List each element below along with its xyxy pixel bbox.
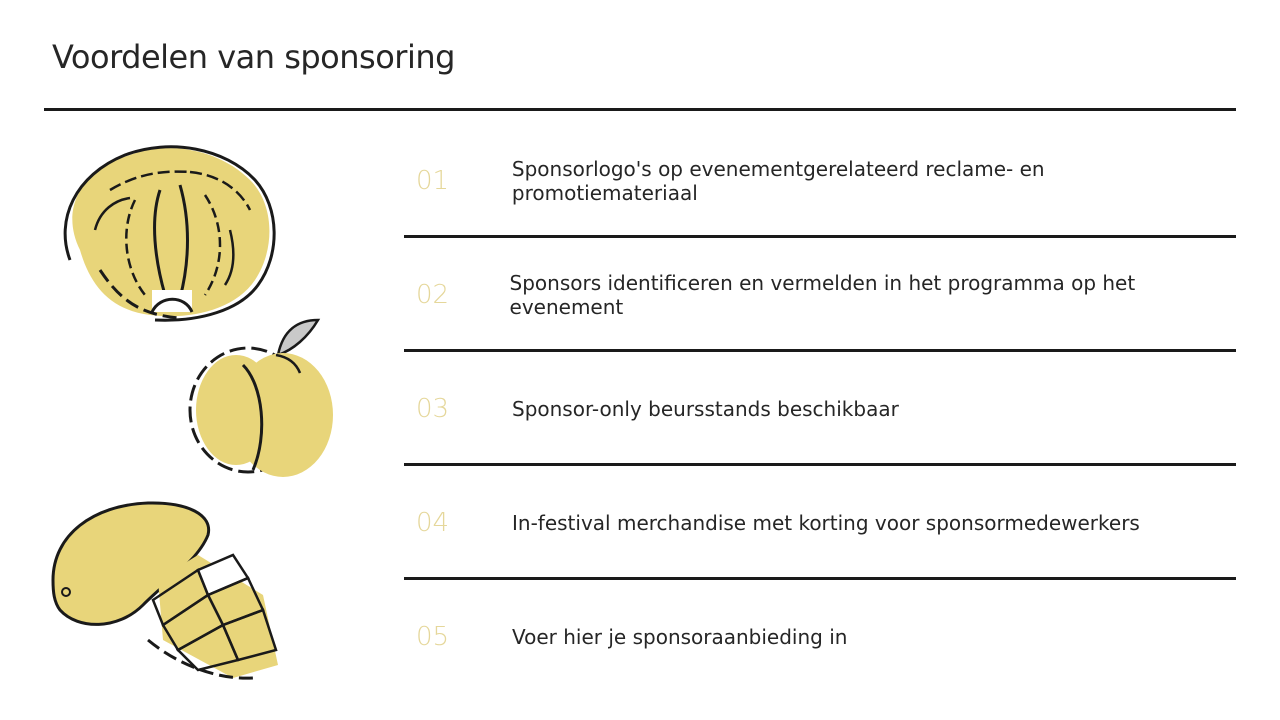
item-number: 05 (416, 622, 450, 652)
benefits-list: 01 Sponsorlogo's op evenementgerelateerd… (404, 124, 1236, 694)
item-text: Sponsors identificeren en vermelden in h… (509, 271, 1136, 319)
list-item: 01 Sponsorlogo's op evenementgerelateerd… (404, 124, 1236, 238)
item-text: In-festival merchandise met korting voor… (512, 511, 1140, 535)
item-text: Voer hier je sponsoraanbieding in (512, 625, 848, 649)
list-item: 02 Sponsors identificeren en vermelden i… (404, 238, 1236, 352)
item-divider (404, 463, 1236, 466)
item-text: Sponsorlogo's op evenementgerelateerd re… (511, 157, 1045, 205)
item-divider (404, 349, 1236, 352)
list-item: 05 Voer hier je sponsoraanbieding in (404, 580, 1236, 694)
list-item: 03 Sponsor-only beursstands beschikbaar (404, 352, 1236, 466)
mango-icon (51, 501, 278, 680)
item-text: Sponsor-only beursstands beschikbaar (512, 397, 899, 421)
item-number: 02 (416, 280, 450, 310)
title-divider (44, 108, 1236, 111)
item-number: 04 (416, 508, 450, 538)
list-item: 04 In-festival merchandise met korting v… (404, 466, 1236, 580)
item-number: 01 (416, 166, 450, 196)
item-divider (404, 577, 1236, 580)
plum-icon (188, 318, 333, 477)
slide-title: Voordelen van sponsoring (52, 38, 455, 76)
cabbage-icon (63, 145, 276, 322)
fruit-illustration (51, 145, 333, 680)
item-divider (404, 235, 1236, 238)
item-number: 03 (416, 394, 450, 424)
